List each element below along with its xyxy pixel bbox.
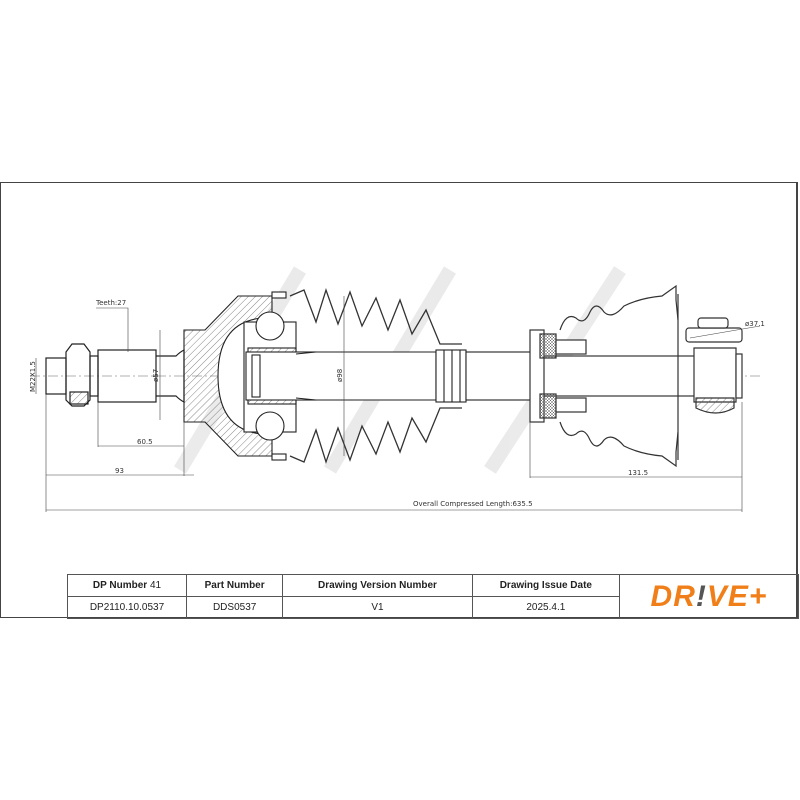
brand-logo-cell: DR!VE+ [619,574,799,619]
title-block: DP Number 41 Part Number Drawing Version… [67,574,799,619]
dim-60-5-label: 60.5 [137,438,153,446]
inner-cv-joint [529,284,743,468]
dia-37-1-label: ø37.1 [745,320,765,328]
header-dp-number: DP Number 41 [67,574,187,597]
dim-131-5-label: 131.5 [628,469,648,477]
dim-93-label: 93 [115,467,124,475]
header-issue-date: Drawing Issue Date [471,574,621,597]
overall-length-label: Overall Compressed Length:635.5 [413,500,533,508]
header-part-number: Part Number [185,574,284,597]
value-dp-number: DP2110.10.0537 [67,596,187,619]
dimension-lines [35,296,761,512]
drive-plus-logo: DR!VE+ [650,579,768,613]
dimension-labels: Teeth:27 M22X1.5 ø57 ø98 ø37.1 60.5 93 1… [29,299,765,508]
value-issue-date: 2025.4.1 [471,596,621,619]
outer-cv-joint [183,291,317,461]
value-drawing-version: V1 [282,596,473,619]
header-drawing-version: Drawing Version Number [282,574,473,597]
shaft [295,349,697,403]
thread-label: M22X1.5 [29,361,37,392]
dia-98-label: ø98 [336,369,344,382]
outer-boot [289,287,462,465]
teeth-label: Teeth:27 [95,299,126,307]
dia-57-label: ø57 [152,369,160,382]
value-part-number: DDS0537 [185,596,284,619]
threaded-end [45,343,185,407]
